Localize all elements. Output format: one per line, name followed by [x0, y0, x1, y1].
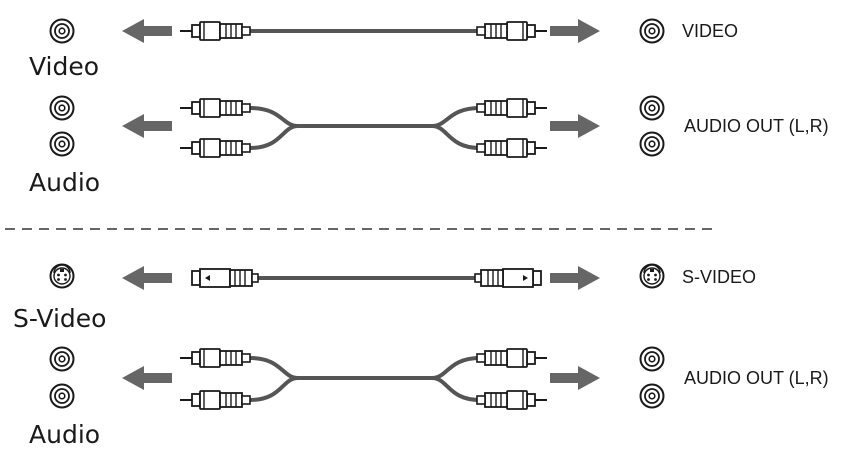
audio-out-jack-r-icon	[639, 131, 665, 157]
audio-cable-l	[249, 106, 481, 128]
left-arrow-icon	[122, 366, 172, 390]
svideo-plug-left-icon	[191, 268, 259, 288]
audio-plug-right-icon	[476, 98, 548, 118]
video-port-label: Video	[29, 52, 100, 81]
audio-cable-r	[249, 376, 481, 402]
audio-port-jack-r-icon	[49, 131, 75, 157]
video-output-label: VIDEO	[682, 21, 739, 41]
video-plug-left-icon	[179, 21, 251, 41]
audio-cable-l	[249, 356, 481, 380]
video-port-jack-icon	[49, 18, 75, 44]
audio-plug-left-icon	[179, 390, 251, 410]
audio-out-jack-l-icon	[639, 95, 665, 121]
right-arrow-icon	[550, 266, 600, 290]
audio-output-label: AUDIO OUT (L,R)	[684, 368, 829, 388]
svideo-out-jack-icon	[639, 263, 665, 289]
audio-plug-right-icon	[476, 348, 548, 368]
audio-cable-r	[249, 124, 481, 150]
video-plug-right-icon	[476, 21, 548, 41]
video-row	[49, 18, 665, 44]
right-arrow-icon	[550, 114, 600, 138]
svideo-port-jack-icon	[49, 263, 75, 289]
audio-out-jack-r-icon	[639, 383, 665, 409]
audio-row-2	[49, 346, 665, 410]
audio-row-1	[49, 95, 665, 158]
video-out-jack-icon	[639, 18, 665, 44]
audio-port-jack-r-icon	[49, 383, 75, 409]
left-arrow-icon	[122, 114, 172, 138]
audio-port-jack-l-icon	[49, 346, 75, 372]
audio-plug-left-icon	[179, 348, 251, 368]
svideo-row	[49, 263, 665, 290]
audio-output-label: AUDIO OUT (L,R)	[684, 116, 829, 136]
left-arrow-icon	[122, 266, 172, 290]
audio-port-label: Audio	[29, 168, 101, 197]
audio-port-jack-l-icon	[49, 95, 75, 121]
svideo-plug-right-icon	[474, 268, 542, 288]
audio-port-label: Audio	[29, 420, 101, 449]
svideo-output-label: S-VIDEO	[682, 267, 757, 287]
right-arrow-icon	[550, 366, 600, 390]
audio-plug-left-icon	[179, 138, 251, 158]
audio-out-jack-l-icon	[639, 346, 665, 372]
right-arrow-icon	[550, 19, 600, 43]
audio-plug-left-icon	[179, 98, 251, 118]
left-arrow-icon	[122, 19, 172, 43]
audio-plug-right-icon	[476, 138, 548, 158]
svideo-port-label: S-Video	[13, 304, 107, 333]
audio-plug-right-icon	[476, 390, 548, 410]
